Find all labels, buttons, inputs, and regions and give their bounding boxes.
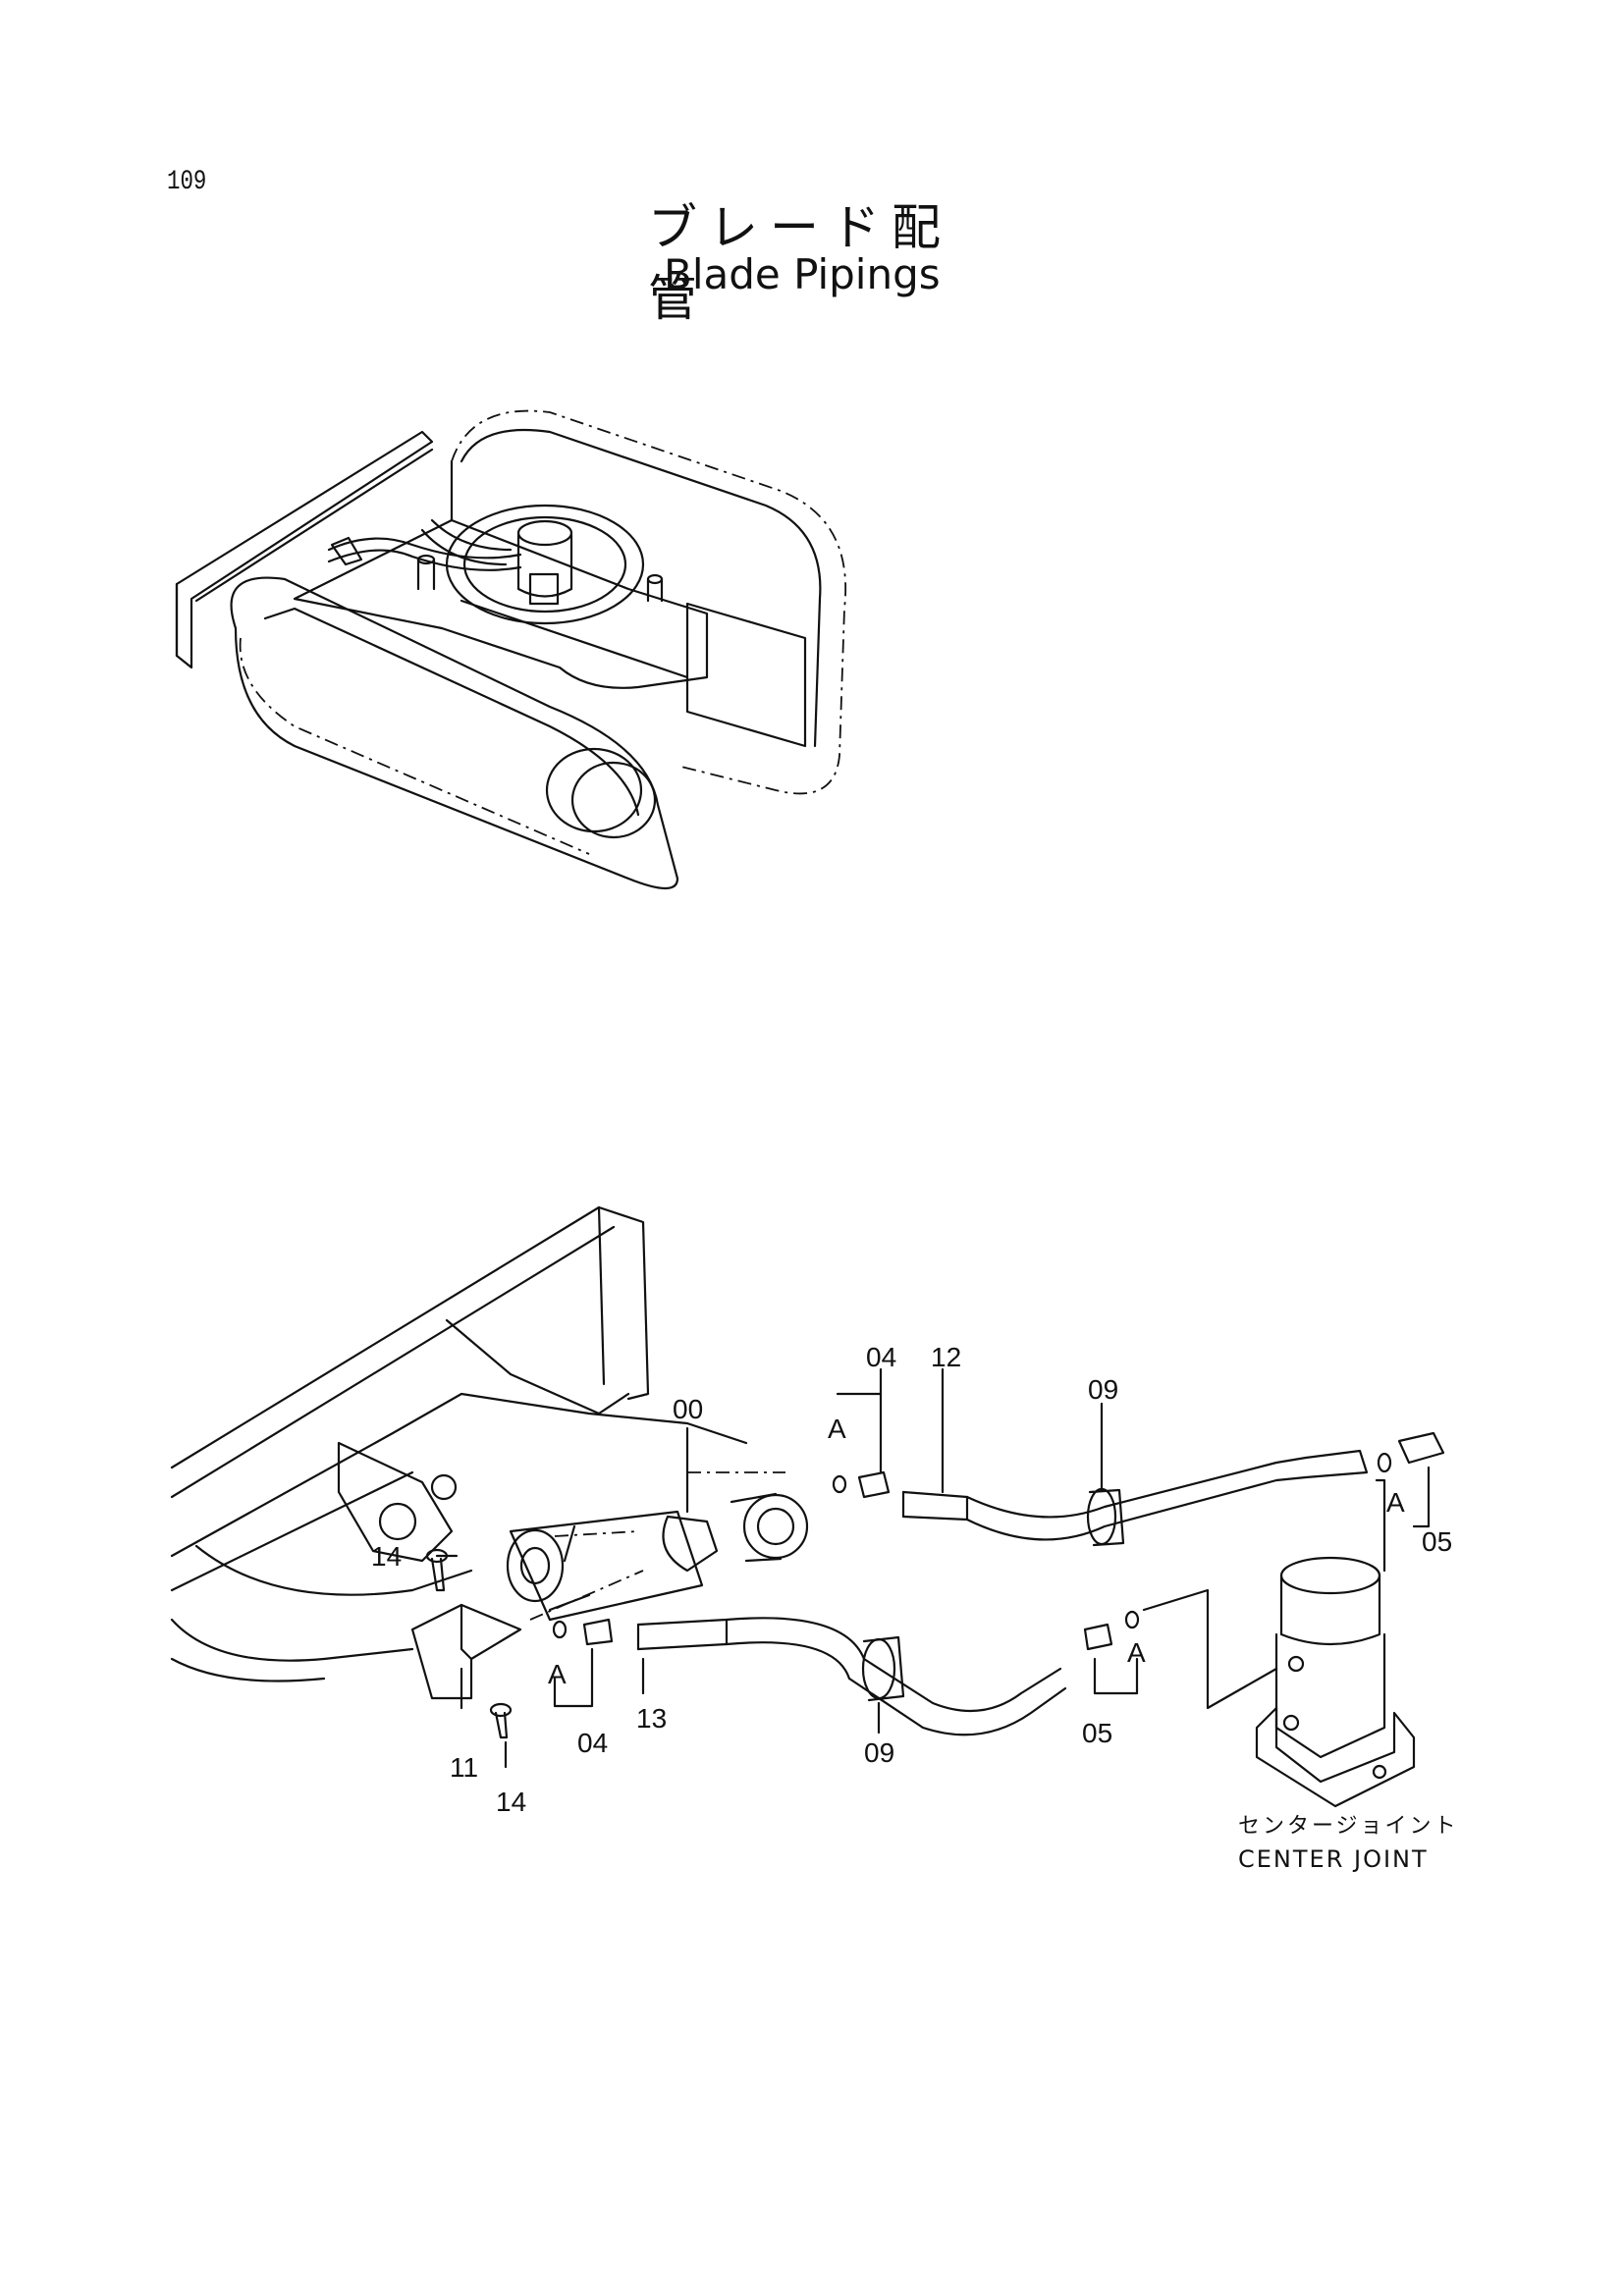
o-ring-mid bbox=[1124, 1610, 1140, 1629]
clamp-upper bbox=[1086, 1487, 1125, 1547]
callout-12: 12 bbox=[931, 1342, 961, 1372]
o-ring-bottom bbox=[552, 1620, 568, 1639]
elbow-adapter-right bbox=[1397, 1431, 1445, 1465]
callout-00: 00 bbox=[673, 1394, 703, 1424]
o-ring-right bbox=[1377, 1452, 1392, 1473]
callout-04-top: 04 bbox=[866, 1342, 896, 1372]
callout-14-bottom: 14 bbox=[496, 1787, 526, 1817]
blade-cylinder bbox=[506, 1492, 809, 1622]
callout-11: 11 bbox=[450, 1752, 478, 1783]
detail-ref-a3: A bbox=[548, 1659, 567, 1689]
center-joint-label-jp: センタージョイント bbox=[1238, 1814, 1459, 1839]
callout-09-top: 09 bbox=[1088, 1374, 1118, 1405]
center-joint bbox=[1142, 1478, 1416, 1808]
adapter-top bbox=[857, 1470, 891, 1499]
detail-ref-a4: A bbox=[1127, 1637, 1146, 1668]
bracket bbox=[410, 1603, 522, 1700]
o-ring-top bbox=[832, 1474, 847, 1494]
page-number: 109 bbox=[167, 167, 207, 197]
callout-04-bottom: 04 bbox=[577, 1728, 608, 1758]
crawler-excavator-undercarriage-icon bbox=[175, 409, 846, 889]
center-joint-label-en: CENTER JOINT bbox=[1238, 1845, 1429, 1873]
adapter-bottom bbox=[582, 1618, 614, 1646]
hose-upper bbox=[901, 1449, 1369, 1541]
page-title-japanese: ブレード配管 bbox=[648, 199, 952, 327]
blade-detail-view: 00 04 12 09 05 14 11 14 04 13 09 05 A A … bbox=[170, 1205, 1452, 1817]
adapter-mid bbox=[1083, 1623, 1113, 1651]
callout-14-top: 14 bbox=[371, 1541, 402, 1572]
bolt-bottom bbox=[489, 1702, 513, 1739]
callout-05-right: 05 bbox=[1422, 1526, 1452, 1557]
clamp-lower bbox=[861, 1635, 905, 1702]
detail-ref-a1: A bbox=[828, 1414, 846, 1444]
callout-labels: 00 04 12 09 05 14 11 14 04 13 09 05 A A … bbox=[371, 1342, 1452, 1817]
leader-lines bbox=[435, 1367, 1431, 1769]
detail-ref-a2: A bbox=[1386, 1487, 1405, 1518]
hose-lower bbox=[636, 1617, 1067, 1736]
page-title-english: Blade Pipings bbox=[664, 250, 941, 298]
callout-05-mid: 05 bbox=[1082, 1718, 1112, 1748]
callout-09-bottom: 09 bbox=[864, 1737, 894, 1768]
callout-13: 13 bbox=[636, 1703, 667, 1734]
